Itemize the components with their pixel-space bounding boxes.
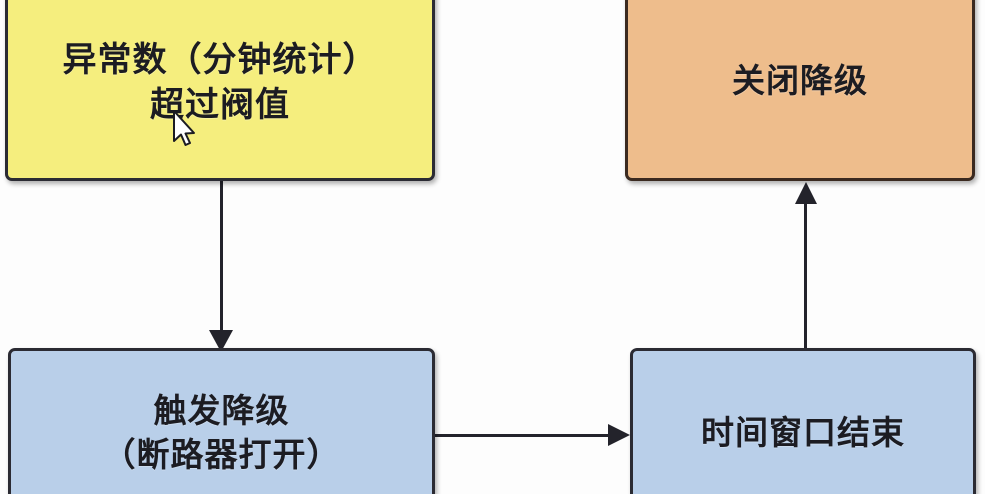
node-threshold-exceeded-label: 异常数（分钟统计） 超过阀值 — [62, 40, 378, 124]
connector-line-horizontal — [434, 434, 614, 437]
node-close-degrade-label: 关闭降级 — [732, 61, 868, 99]
node-close-degrade[interactable]: 关闭降级 — [625, 0, 975, 181]
connector-line-vertical-left — [220, 178, 223, 343]
connector-line-vertical-right — [804, 188, 807, 350]
node-trigger-degrade[interactable]: 触发降级 （断路器打开） — [8, 348, 435, 494]
node-trigger-degrade-label: 触发降级 （断路器打开） — [102, 392, 341, 473]
arrow-right-icon — [608, 424, 630, 446]
node-window-end[interactable]: 时间窗口结束 — [630, 348, 976, 494]
node-window-end-label: 时间窗口结束 — [701, 414, 905, 452]
arrow-down-icon — [209, 330, 233, 352]
node-threshold-exceeded[interactable]: 异常数（分钟统计） 超过阀值 — [5, 0, 435, 181]
arrow-up-icon — [795, 182, 817, 204]
